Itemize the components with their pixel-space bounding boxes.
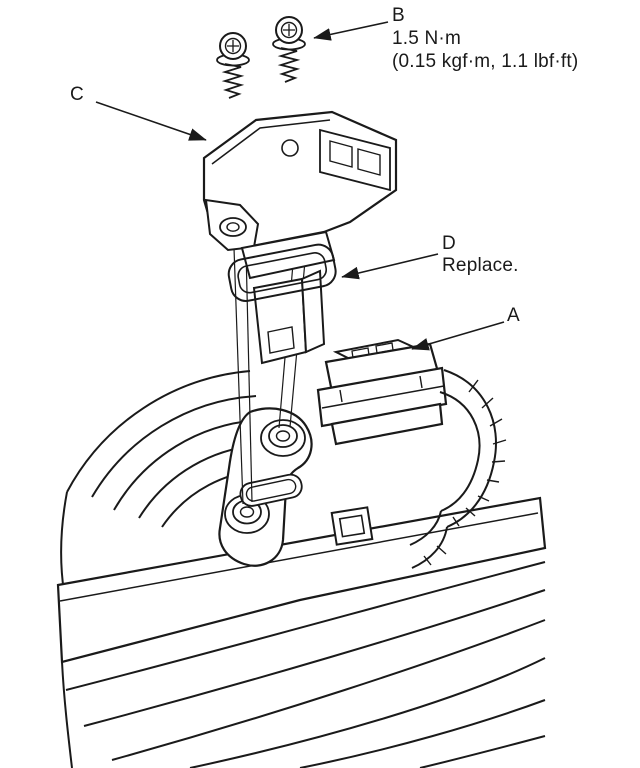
sensor-body (202, 110, 398, 280)
callout-d-note: Replace. (442, 255, 519, 276)
torque-spec-alt-units: (0.15 kgf·m, 1.1 lbf·ft) (392, 51, 579, 72)
mounting-flange-strip (56, 496, 547, 664)
callout-d-arrow (341, 253, 439, 280)
callout-arrows (95, 21, 505, 351)
callout-b-label: B (392, 5, 405, 26)
bolt-left (216, 32, 250, 99)
callout-c-label: C (70, 84, 84, 105)
callout-d-label: D (442, 233, 456, 254)
wire-loom (409, 369, 507, 569)
torque-spec-value: 1.5 N·m (392, 28, 461, 49)
sensor-probe-stem (252, 269, 326, 365)
flange-clip-bracket (330, 506, 374, 546)
bolt-right (272, 16, 306, 83)
callout-c-arrow (95, 101, 207, 141)
o-ring (227, 243, 337, 302)
callout-a-arrow (411, 321, 505, 351)
manifold-ribs (61, 561, 546, 768)
harness-connector (316, 338, 448, 446)
intake-manifold-arcs (60, 370, 271, 593)
callout-b-arrow (313, 21, 389, 41)
callout-a-label: A (507, 305, 520, 326)
sensor-mounting-boss (218, 407, 313, 567)
